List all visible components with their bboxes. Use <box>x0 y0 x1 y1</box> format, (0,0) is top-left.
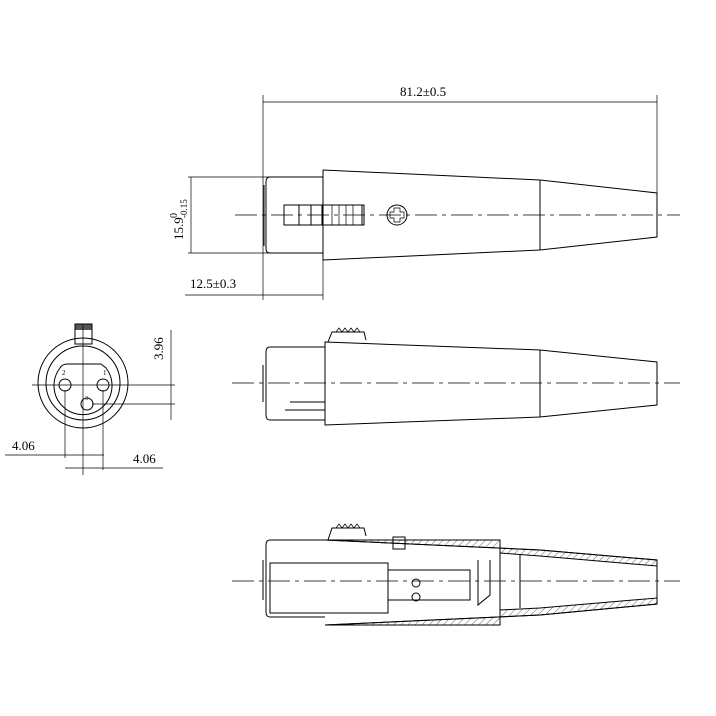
vertical-offset-label: 3.96 <box>151 337 166 360</box>
front-view: 2 1 3 3.96 4.06 4.06 <box>5 323 175 475</box>
svg-text:15.9: 15.9 <box>171 217 186 240</box>
pin-1-label: 1 <box>103 369 107 377</box>
left-offset-label: 4.06 <box>12 438 35 453</box>
right-offset-label: 4.06 <box>133 451 156 466</box>
overall-length-label: 81.2±0.5 <box>400 84 446 99</box>
svg-text:-0.15: -0.15 <box>179 199 189 218</box>
pin-3-label: 3 <box>85 396 88 402</box>
pin-2-label: 2 <box>62 369 66 377</box>
svg-text:0: 0 <box>169 213 180 218</box>
section-view <box>232 523 680 626</box>
cap-length-label: 12.5±0.3 <box>190 276 236 291</box>
diameter-label: 15.9 0 -0.15 <box>169 199 189 240</box>
side-view <box>232 327 680 426</box>
top-view: 81.2±0.5 15.9 0 -0.15 12.5±0.3 <box>169 84 680 300</box>
